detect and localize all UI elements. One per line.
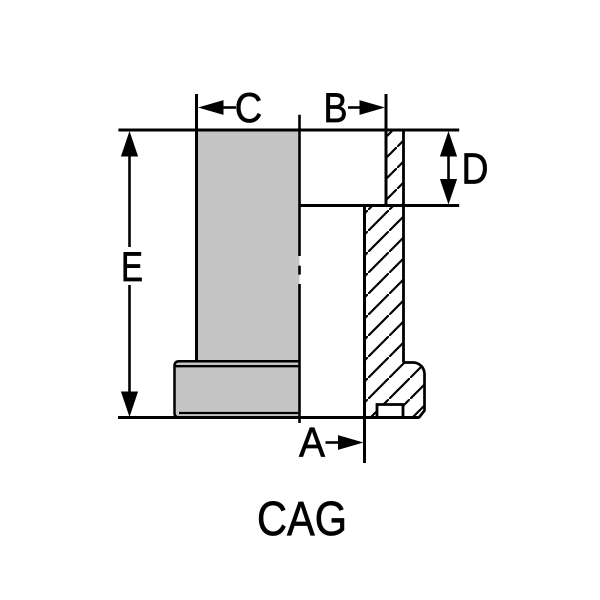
svg-text:C: C [235, 84, 263, 131]
svg-text:E: E [121, 243, 143, 290]
svg-text:A: A [299, 419, 325, 466]
svg-text:D: D [462, 145, 489, 194]
svg-text:CAG: CAG [257, 493, 347, 546]
svg-text:B: B [324, 84, 348, 131]
